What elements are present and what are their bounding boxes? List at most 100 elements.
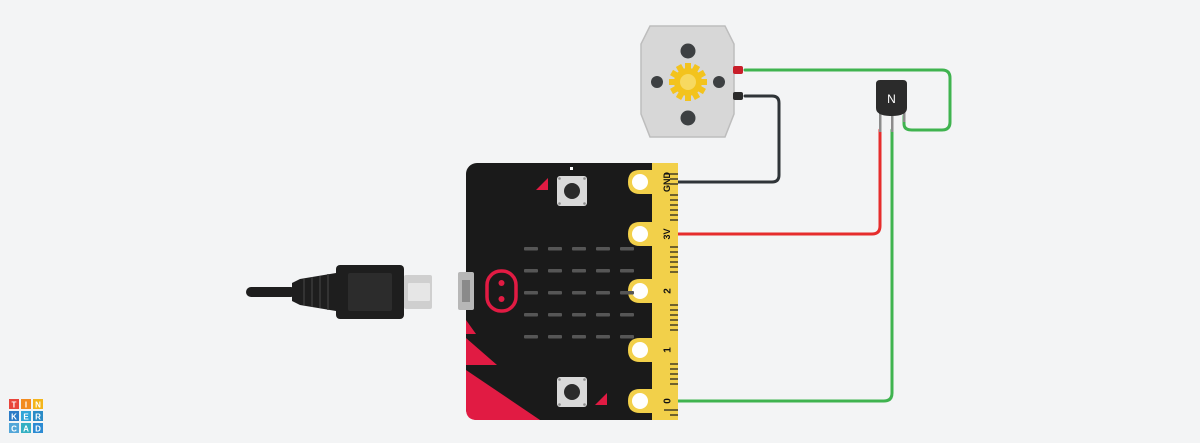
gear-icon xyxy=(669,63,707,101)
logo-letter: D xyxy=(35,425,41,434)
usb-cable-strain-relief xyxy=(292,273,336,311)
microbit-logo-eye xyxy=(498,296,505,302)
led xyxy=(596,313,610,317)
tinkercad-logo[interactable]: T I N K E R C A D xyxy=(9,399,43,434)
led xyxy=(548,335,562,339)
logo-letter: C xyxy=(11,425,17,434)
usb-cable[interactable] xyxy=(246,265,432,319)
logo-tile xyxy=(21,411,31,421)
logo-letter: I xyxy=(25,401,27,410)
logo-tile xyxy=(9,399,19,409)
button-b[interactable] xyxy=(557,377,587,407)
button-b-corner-dot xyxy=(558,403,561,406)
transistor-label: N xyxy=(887,92,896,106)
logo-letter: A xyxy=(23,425,29,434)
microbit-logo-eye xyxy=(498,280,505,286)
logo-letter: R xyxy=(35,413,41,422)
led xyxy=(548,269,562,273)
button-b-corner-dot xyxy=(583,403,586,406)
button-a-corner-dot xyxy=(558,177,561,180)
pin-1[interactable]: 1 xyxy=(628,338,674,362)
board-corner-graphic xyxy=(466,370,540,420)
led xyxy=(572,335,586,339)
led xyxy=(548,247,562,251)
button-b-marker-icon xyxy=(595,393,607,405)
led xyxy=(524,269,538,273)
led xyxy=(620,335,634,339)
microbit-board[interactable]: GND 3V 2 1 0 xyxy=(458,163,678,420)
logo-tile xyxy=(33,423,43,433)
led xyxy=(572,291,586,295)
motor-screw-left xyxy=(651,76,663,88)
button-a-corner-dot xyxy=(583,202,586,205)
wire-motor-to-transistor[interactable] xyxy=(743,68,952,132)
led xyxy=(620,291,634,295)
motor-screw-bottom xyxy=(680,110,696,126)
motor-terminal-red[interactable] xyxy=(733,66,743,74)
wires xyxy=(675,68,952,403)
usb-connector-face xyxy=(348,273,392,311)
pin-2-label: 2 xyxy=(663,288,674,294)
pin-2[interactable]: 2 xyxy=(628,279,674,303)
pin-1-hole xyxy=(632,342,648,358)
npn-transistor[interactable]: N xyxy=(876,80,907,132)
wire-3v-to-transistor[interactable] xyxy=(675,128,882,236)
pin-0-hole xyxy=(632,393,648,409)
button-a-corner-dot xyxy=(583,177,586,180)
button-b-corner-dot xyxy=(583,378,586,381)
logo-tile xyxy=(9,423,19,433)
usb-socket-inner xyxy=(462,280,470,302)
pin-gnd-label: GND xyxy=(662,172,672,193)
led xyxy=(548,291,562,295)
transistor-leg-right xyxy=(903,112,906,122)
led xyxy=(548,313,562,317)
board-corner-graphic xyxy=(466,338,497,365)
led xyxy=(524,335,538,339)
led xyxy=(620,247,634,251)
pin-0[interactable]: 0 xyxy=(628,389,674,413)
edge-connector-teeth xyxy=(664,173,678,416)
button-a[interactable] xyxy=(557,176,587,206)
motor-terminal-black[interactable] xyxy=(733,92,743,100)
pin-3v-label: 3V xyxy=(662,228,672,239)
pin-2-hole xyxy=(632,283,648,299)
board-body xyxy=(466,163,678,420)
button-b-cap xyxy=(564,384,580,400)
led xyxy=(596,335,610,339)
led xyxy=(572,247,586,251)
led-matrix xyxy=(524,247,634,339)
transistor-leg-middle xyxy=(891,112,894,132)
pin-3v-hole xyxy=(632,226,648,242)
transistor-leg-left xyxy=(879,112,882,132)
button-b-corner-dot xyxy=(558,378,561,381)
logo-letter: N xyxy=(35,401,41,410)
pin-1-label: 1 xyxy=(663,347,674,353)
logo-letter: T xyxy=(12,401,17,410)
pin-3v[interactable]: 3V xyxy=(628,222,672,246)
logo-letter: E xyxy=(23,413,29,422)
led xyxy=(620,313,634,317)
logo-tile xyxy=(33,399,43,409)
led xyxy=(524,291,538,295)
pin-gnd[interactable]: GND xyxy=(628,170,672,194)
logo-letter: K xyxy=(11,413,17,422)
led xyxy=(524,313,538,317)
pin-0-label: 0 xyxy=(663,398,674,404)
top-status-led xyxy=(570,167,573,170)
led xyxy=(572,269,586,273)
logo-tile xyxy=(33,411,43,421)
wire-pin0-to-transistor[interactable] xyxy=(675,128,894,403)
led xyxy=(596,247,610,251)
wire-motor-to-gnd[interactable] xyxy=(675,94,781,184)
button-a-cap xyxy=(564,183,580,199)
button-a-corner-dot xyxy=(558,202,561,205)
motor-screw-top xyxy=(680,43,696,59)
pin-gnd-hole xyxy=(632,174,648,190)
usb-cable-ridges xyxy=(303,274,329,310)
led xyxy=(524,247,538,251)
led xyxy=(596,269,610,273)
usb-cable-wire xyxy=(246,287,296,297)
board-corner-graphic xyxy=(466,320,476,334)
dc-motor[interactable] xyxy=(640,25,743,138)
